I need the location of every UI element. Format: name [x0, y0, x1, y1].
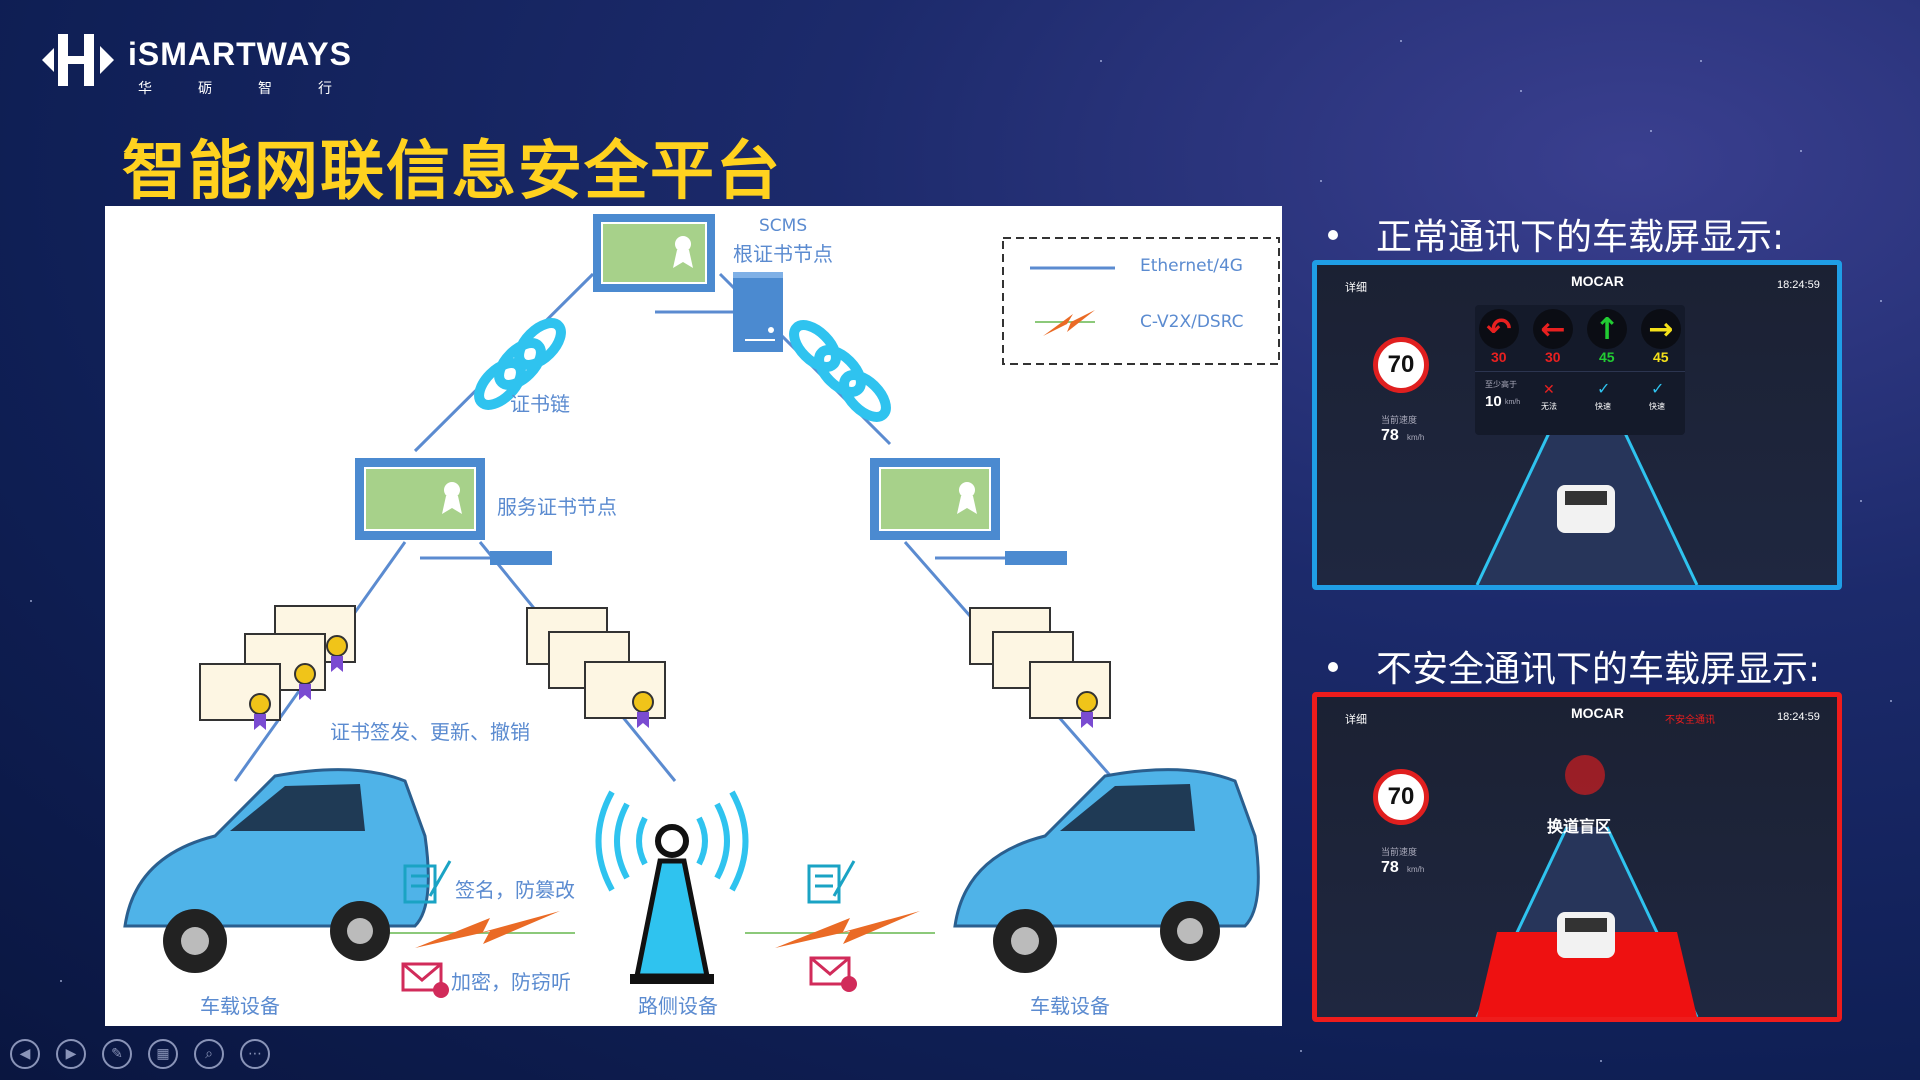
divider [1475, 371, 1685, 372]
road-graphic [1475, 755, 1699, 1017]
signal-straight-icon: ↑ [1587, 309, 1627, 349]
brand-logo-icon [40, 28, 120, 92]
signal-right-icon: → [1641, 309, 1681, 349]
prev-slide-button[interactable]: ◀ [10, 1039, 40, 1069]
zoom-button[interactable]: ⌕ [194, 1039, 224, 1069]
blind-spot-alert: 换道盲区 [1547, 819, 1612, 836]
bullet-dot [1328, 662, 1338, 672]
advice-item: 快速 [1649, 402, 1665, 411]
advice-label: 至少高于 [1485, 380, 1517, 389]
legend-ethernet: Ethernet/4G [1140, 256, 1243, 276]
diagram-lines [123, 214, 1280, 998]
clock: 18:24:59 [1777, 279, 1820, 291]
slides-grid-button[interactable]: ▦ [148, 1039, 178, 1069]
bullet-normal-text: 正常通讯下的车载屏显示: [1376, 217, 1785, 258]
signal-arrow: ↶ [1486, 311, 1512, 347]
check-icon: ✓ [1597, 381, 1611, 398]
screen-unsafe: 详细 MOCAR 不安全通讯 18:24:59 70 当前速度 78 km/h … [1312, 692, 1842, 1022]
brand-subtitle: 华砺智行 [138, 81, 378, 97]
service-node-label: 服务证书节点 [497, 495, 617, 519]
cert-chain-label: 证书链 [510, 392, 570, 416]
current-speed: 78 [1381, 859, 1399, 876]
more-options-button[interactable]: ⋯ [240, 1039, 270, 1069]
signal-countdown: 30 [1545, 349, 1561, 365]
mocar-logo: MOCAR [1571, 273, 1624, 289]
check-icon: ✓ [1651, 381, 1665, 398]
signal-arrow: → [1648, 311, 1674, 347]
bullet-normal: 正常通讯下的车载屏显示: [1328, 208, 1784, 260]
screen-normal: 详细 MOCAR 18:24:59 70 当前速度 78 km/h ↶ ← ↑ … [1312, 260, 1842, 590]
speed-limit-sign: 70 [1373, 337, 1429, 393]
speed-unit: km/h [1407, 433, 1425, 442]
encrypt-label: 加密，防窃听 [451, 970, 571, 994]
signal-arrow: ↑ [1594, 311, 1620, 347]
bullet-unsafe: 不安全通讯下的车载屏显示: [1328, 640, 1820, 692]
signal-countdown: 30 [1491, 349, 1507, 365]
bullet-dot [1328, 230, 1338, 240]
signal-u-turn-icon: ↶ [1479, 309, 1519, 349]
scms-label: SCMS [759, 216, 808, 236]
signal-left-icon: ← [1533, 309, 1573, 349]
advice-value: 10 [1485, 393, 1502, 410]
vehicle-left-label: 车载设备 [200, 994, 280, 1018]
bullet-unsafe-text: 不安全通讯下的车载屏显示: [1376, 649, 1821, 690]
advice-item: 无法 [1541, 402, 1557, 411]
cross-icon: ✕ [1543, 381, 1555, 397]
next-slide-button[interactable]: ▶ [56, 1039, 86, 1069]
current-speed: 78 [1381, 427, 1399, 444]
speed-unit: km/h [1407, 865, 1425, 874]
page-title: 智能网联信息安全平台 [122, 135, 782, 209]
mocar-logo: MOCAR [1571, 705, 1624, 721]
sign-label: 签名，防篡改 [455, 878, 575, 902]
clock: 18:24:59 [1777, 711, 1820, 723]
rsu-label: 路侧设备 [638, 994, 718, 1018]
signal-countdown: 45 [1599, 349, 1615, 365]
cert-ops-label: 证书签发、更新、撤销 [330, 720, 530, 744]
current-speed-label: 当前速度 [1381, 847, 1418, 857]
unsafe-warning: 不安全通讯 [1665, 715, 1715, 726]
detail-label[interactable]: 详细 [1345, 282, 1367, 294]
vehicle-right-label: 车载设备 [1030, 994, 1110, 1018]
advice-item: 快速 [1595, 402, 1611, 411]
legend-v2x: C-V2X/DSRC [1140, 312, 1244, 332]
road-graphic [1475, 394, 1699, 585]
brand-name: iSMARTWAYS [128, 36, 352, 72]
current-speed-label: 当前速度 [1381, 415, 1418, 425]
signal-countdown: 45 [1653, 349, 1669, 365]
advice-unit: km/h [1505, 399, 1521, 406]
root-node-label: 根证书节点 [733, 242, 833, 266]
signal-panel: ↶ ← ↑ → 30 30 45 45 至少高于 10 km/h ✕ ✓ ✓ 无… [1475, 305, 1685, 435]
signal-arrow: ← [1540, 311, 1566, 347]
architecture-diagram: SCMS 根证书节点 证书链 服务证书节点 证书签发、更新、撤销 签名，防篡改 … [105, 206, 1282, 1026]
pen-tool-button[interactable]: ✎ [102, 1039, 132, 1069]
speed-limit-sign: 70 [1373, 769, 1429, 825]
detail-label[interactable]: 详细 [1345, 714, 1367, 726]
